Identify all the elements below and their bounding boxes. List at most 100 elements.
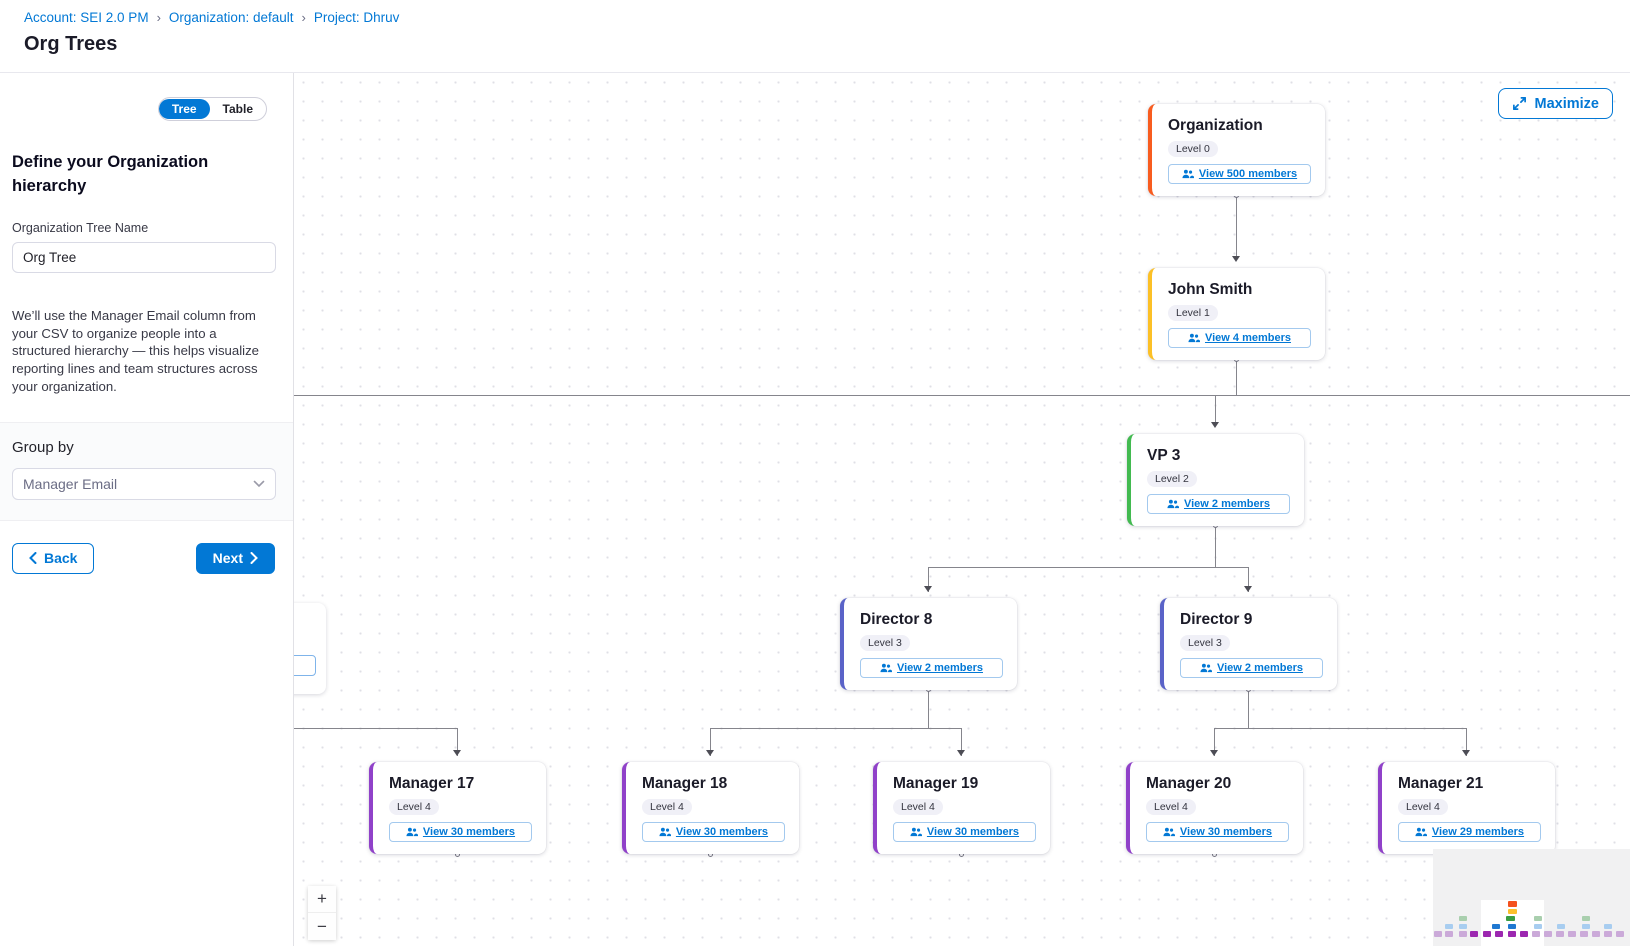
members-icon (1167, 499, 1179, 508)
tree-name-label: Organization Tree Name (12, 220, 149, 235)
view-members-button[interactable]: View 30 members (893, 821, 1036, 842)
edge-line (1248, 567, 1249, 592)
hierarchy-description: We’ll use the Manager Email column from … (12, 307, 260, 395)
org-node-director-8[interactable]: Director 8 Level 3 View 2 members (840, 598, 1017, 690)
view-mode-toggle[interactable]: Tree Table (157, 97, 267, 121)
toggle-table-option[interactable]: Table (222, 102, 253, 116)
view-members-button[interactable]: View 30 members (1146, 821, 1289, 842)
view-members-button[interactable]: View 2 members (1180, 657, 1323, 678)
edge-arrow-icon (1232, 256, 1240, 262)
node-level-badge: Level 2 (1147, 471, 1197, 487)
org-node-manager-19[interactable]: Manager 19 Level 4 View 30 members (873, 762, 1050, 854)
members-icon (1163, 827, 1175, 836)
zoom-controls: + − (308, 886, 336, 940)
org-tree-canvas[interactable]: Maximize Organization Level 0 (294, 73, 1630, 946)
expand-icon (1512, 97, 1526, 110)
edge-line (710, 728, 961, 729)
minimap-node-cell (1520, 931, 1528, 937)
back-button[interactable]: Back (12, 542, 95, 574)
org-node-manager-18[interactable]: Manager 18 Level 4 View 30 members (622, 762, 799, 854)
zoom-out-button[interactable]: − (308, 913, 336, 940)
minimap-node-cell (1508, 909, 1517, 914)
edge-arrow-icon (453, 750, 461, 756)
edge-arrow-icon (706, 750, 714, 756)
members-icon (1182, 169, 1194, 178)
minimap-node-cell (1508, 901, 1517, 907)
org-node-clipped[interactable] (294, 603, 326, 694)
view-members-label: View 2 members (896, 661, 983, 674)
group-by-value: Manager Email (23, 475, 118, 492)
node-title: Director 8 (860, 611, 933, 628)
minimap-node-cell (1445, 924, 1453, 929)
org-node-director-9[interactable]: Director 9 Level 3 View 2 members (1160, 598, 1337, 690)
org-node-manager-17[interactable]: Manager 17 Level 4 View 30 members (369, 762, 546, 854)
edge-line (928, 690, 929, 728)
view-members-label: View 2 members (1216, 661, 1303, 674)
edge-line (294, 728, 457, 729)
minimap-node-cell (1534, 924, 1542, 929)
maximize-button[interactable]: Maximize (1497, 88, 1613, 119)
org-node-organization[interactable]: Organization Level 0 View 500 members (1148, 104, 1325, 196)
members-icon (1200, 663, 1212, 672)
chevron-right-icon (250, 552, 258, 565)
edge-arrow-icon (1211, 422, 1219, 428)
edge-arrow-icon (1210, 750, 1218, 756)
node-level-badge: Level 4 (1146, 799, 1196, 815)
chevron-down-icon (253, 480, 265, 488)
zoom-in-button[interactable]: + (308, 886, 336, 913)
view-members-button[interactable]: View 4 members (1168, 327, 1311, 348)
edge-line (1466, 728, 1467, 756)
minimap-node-cell (1459, 924, 1467, 929)
view-members-button[interactable]: View 30 members (389, 821, 532, 842)
edge-arrow-icon (957, 750, 965, 756)
edge-line (1236, 360, 1237, 395)
edge-line (928, 567, 929, 592)
org-node-vp-3[interactable]: VP 3 Level 2 View 2 members (1127, 434, 1304, 526)
minimap[interactable] (1433, 849, 1630, 946)
view-members-button[interactable]: View 2 members (1147, 493, 1290, 514)
view-members-label: View 29 members (1431, 825, 1525, 838)
org-node-john-smith[interactable]: John Smith Level 1 View 4 members (1148, 268, 1325, 360)
minimap-node-cell (1557, 924, 1565, 929)
view-members-label: View 30 members (1179, 825, 1273, 838)
view-members-label: View 4 members (1204, 331, 1291, 344)
page-title: Org Trees (24, 33, 118, 55)
node-level-badge: Level 1 (1168, 305, 1218, 321)
breadcrumb-organization-link[interactable]: Organization: default (168, 10, 294, 25)
breadcrumb-account-link[interactable]: Account: SEI 2.0 PM (24, 10, 149, 25)
node-title: Manager 20 (1146, 775, 1232, 792)
edge-line (710, 728, 711, 756)
minimap-node-cell (1470, 931, 1478, 937)
breadcrumb: Account: SEI 2.0 PM › Organization: defa… (24, 10, 1630, 25)
next-button-label: Next (212, 550, 243, 567)
members-icon (880, 663, 892, 672)
node-level-badge: Level 3 (1180, 635, 1230, 651)
org-node-manager-20[interactable]: Manager 20 Level 4 View 30 members (1126, 762, 1303, 854)
view-members-button[interactable]: View 29 members (1398, 821, 1541, 842)
group-by-select[interactable]: Manager Email (12, 467, 276, 500)
org-node-manager-21[interactable]: Manager 21 Level 4 View 29 members (1378, 762, 1555, 854)
sidebar-heading: Define your Organization hierarchy (12, 153, 209, 195)
minimap-node-cell (1592, 931, 1600, 937)
edge-line (961, 728, 962, 756)
toggle-tree-option[interactable]: Tree (158, 99, 210, 119)
node-title: Director 9 (1180, 611, 1253, 628)
view-members-button[interactable] (294, 655, 316, 676)
tree-name-input[interactable] (12, 241, 276, 273)
view-members-button[interactable]: View 30 members (642, 821, 785, 842)
minimap-node-cell (1459, 916, 1467, 921)
breadcrumb-project-link[interactable]: Project: Dhruv (313, 10, 400, 25)
chevron-left-icon (29, 552, 37, 565)
view-members-label: View 30 members (926, 825, 1020, 838)
minimap-viewport[interactable] (1481, 900, 1544, 946)
edge-arrow-icon (1462, 750, 1470, 756)
minimap-node-cell (1532, 931, 1540, 937)
minimap-node-cell (1492, 924, 1500, 929)
minimap-node-cell (1616, 931, 1624, 937)
next-button[interactable]: Next (195, 542, 275, 574)
node-title: Manager 21 (1398, 775, 1484, 792)
breadcrumb-separator-icon: › (301, 10, 306, 25)
view-members-button[interactable]: View 2 members (860, 657, 1003, 678)
members-icon (1188, 333, 1200, 342)
view-members-button[interactable]: View 500 members (1168, 163, 1311, 184)
